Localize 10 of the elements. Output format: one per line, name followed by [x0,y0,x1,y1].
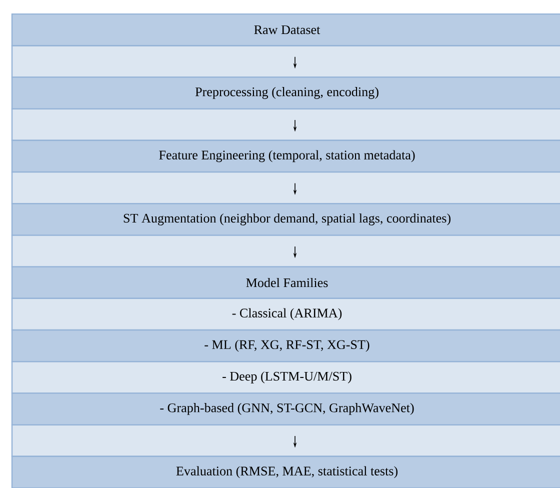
table-row: Feature Engineering (temporal, station metadata) [11,140,560,173]
table-row: - ML (RF, XG, RF-ST, XG-ST) [11,329,560,362]
table-row: Evaluation (RMSE, MAE, statistical tests) [11,456,560,488]
table-row: ST Augmentation (neighbor demand, spatial lags, coordinates) [11,203,560,236]
table-row: - Deep (LSTM-U/M/ST) [11,360,560,394]
table-row: Preprocessing (cleaning, encoding) [11,76,560,110]
table-row: Raw Dataset [11,13,560,46]
table-row: - Graph-based (GNN, ST-GCN, GraphWaveNet) [11,392,560,426]
table-row: Model Families [11,266,560,299]
table-row: - Classical (ARIMA) [11,298,560,331]
